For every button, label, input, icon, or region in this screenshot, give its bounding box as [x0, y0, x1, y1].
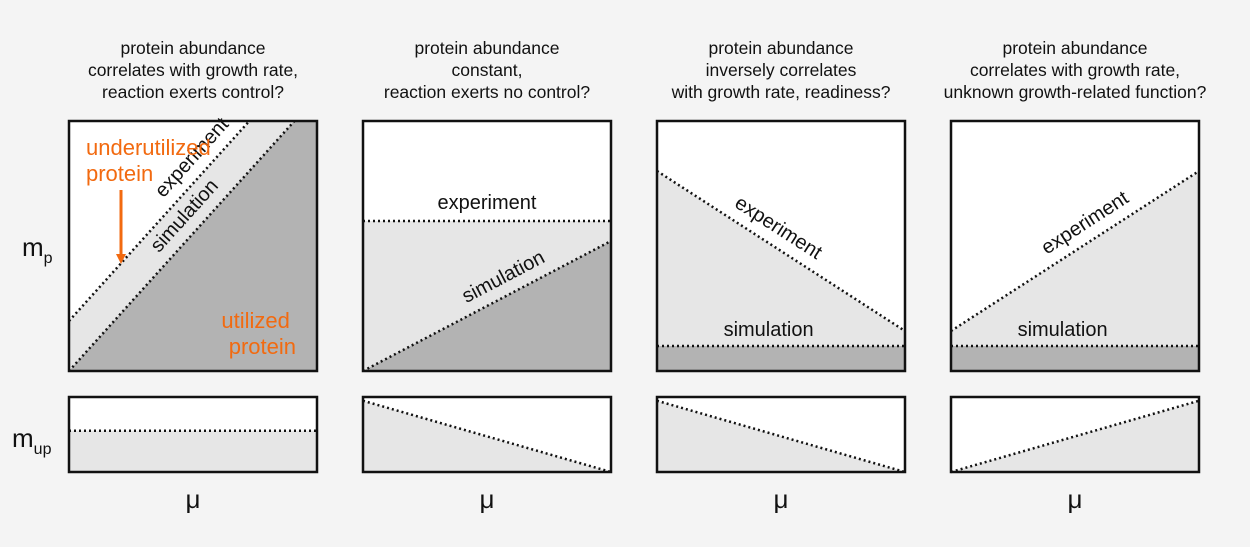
panel-title-line: reaction exerts control?: [102, 82, 284, 102]
unutilized-line: [362, 399, 612, 474]
top-plot-area: [363, 121, 611, 371]
top-plot-frame: [67, 119, 319, 373]
unutilized-line: [656, 399, 906, 474]
panel-title-line: protein abundance: [121, 38, 266, 58]
y-axis-label-top-subscript: p: [44, 250, 53, 267]
bottom-plot-frame: [949, 395, 1201, 474]
unutilized-region: [69, 430, 317, 472]
top-plot-area: [951, 121, 1199, 371]
x-axis-label: μ: [1068, 484, 1083, 514]
utilized-label-line2: protein: [229, 334, 296, 359]
unutilized-region: [657, 400, 905, 472]
experiment-line: [69, 121, 252, 322]
panel-title-line: unknown growth-related function?: [944, 82, 1207, 102]
y-axis-label-bottom-subscript: up: [34, 441, 52, 458]
unutilized-line: [950, 399, 1200, 474]
y-axis-label-bottom-symbol: m: [12, 423, 34, 453]
panel-title-line: protein abundance: [709, 38, 854, 58]
utilized-label-line1: utilized: [221, 308, 289, 333]
bottom-plot-frame: [361, 395, 613, 474]
simulation-line: [69, 121, 297, 371]
bottom-plot-frame: [67, 395, 319, 474]
x-axis-label: μ: [480, 484, 495, 514]
top-plot-area: [657, 121, 905, 371]
underutilized-label-line1: underutilized: [86, 135, 211, 160]
x-axis-label: μ: [186, 484, 201, 514]
panel-title-line: protein abundance: [415, 38, 560, 58]
underutilized-label: underutilized protein: [86, 135, 217, 186]
y-axis-label-top-symbol: m: [22, 232, 44, 262]
top-plot-frame: [655, 119, 907, 373]
panel-title-line: correlates with growth rate,: [88, 60, 298, 80]
panel-title-line: protein abundance: [1003, 38, 1148, 58]
utilized-region: [657, 346, 905, 371]
y-axis-label-top: mp: [22, 232, 53, 267]
experiment-line: [951, 169, 1199, 333]
panel-title-line: reaction exerts no control?: [384, 82, 590, 102]
panel-title-line: with growth rate, readiness?: [671, 82, 891, 102]
simulation-label: simulation: [724, 319, 814, 341]
panel-title-line: inversely correlates: [706, 60, 857, 80]
experiment-label: experiment: [438, 192, 537, 214]
panel-title-line: constant,: [451, 60, 522, 80]
top-plot-area: [69, 121, 317, 371]
simulation-label: simulation: [1018, 319, 1108, 341]
underutilized-annotation: underutilized protein: [86, 135, 217, 264]
underutilized-label-line2: protein: [86, 161, 153, 186]
top-plot-frame: [361, 119, 613, 373]
unutilized-region: [951, 400, 1199, 472]
utilized-region: [69, 121, 317, 371]
utilized-label: utilized protein: [221, 308, 296, 359]
bottom-plot-frame: [655, 395, 907, 474]
utilized-region: [951, 346, 1199, 371]
top-plot-frame: [949, 119, 1201, 373]
experiment-line: [657, 169, 905, 333]
panel-title-line: correlates with growth rate,: [970, 60, 1180, 80]
y-axis-label-bottom: mup: [12, 423, 52, 458]
simulation-line: [363, 239, 611, 371]
experiment-region: [951, 171, 1199, 371]
unutilized-region: [363, 400, 611, 472]
experiment-region: [657, 171, 905, 371]
x-axis-label: μ: [774, 484, 789, 514]
